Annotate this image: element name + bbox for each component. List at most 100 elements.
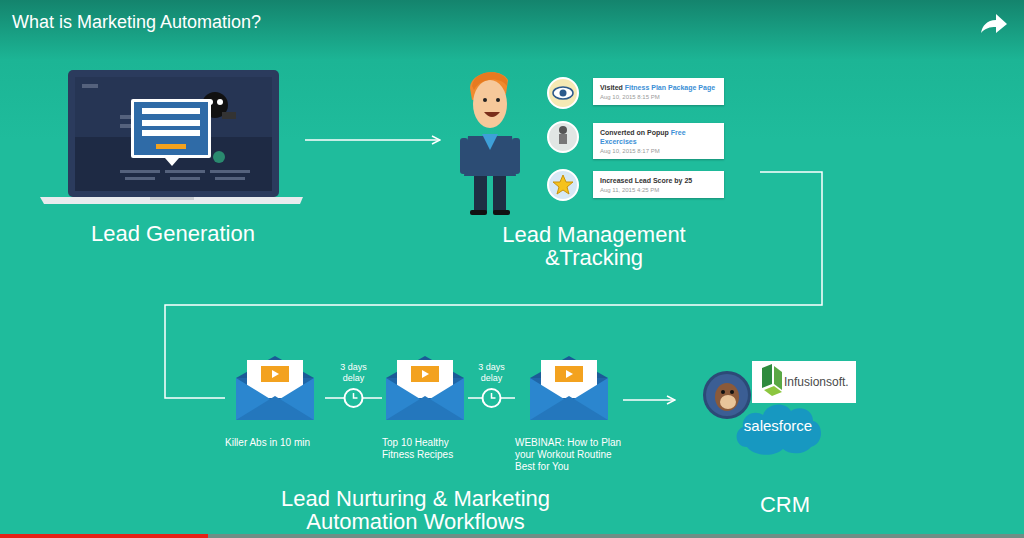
laptop-part bbox=[210, 170, 250, 173]
illustration-part bbox=[386, 356, 464, 420]
laptop-part bbox=[215, 177, 245, 180]
share-icon bbox=[981, 14, 1007, 33]
infusionsoft-logo-part bbox=[774, 366, 782, 390]
laptop bbox=[40, 70, 303, 204]
clock-icon bbox=[345, 389, 363, 407]
laptop-part bbox=[82, 84, 98, 88]
mailchimp-logo-part bbox=[720, 395, 736, 409]
person-part bbox=[470, 210, 487, 215]
connector bbox=[165, 172, 822, 398]
activity-icons bbox=[548, 78, 578, 200]
node-label: Lead Management &Tracking bbox=[489, 223, 699, 269]
person-part bbox=[484, 112, 500, 117]
infusionsoft-logo bbox=[752, 361, 856, 403]
activity-icons-part bbox=[559, 126, 567, 134]
clock-icon bbox=[483, 389, 501, 407]
email-subject: Killer Abs in 10 min bbox=[225, 352, 325, 449]
laptop-part bbox=[165, 170, 205, 173]
card-event-text: Visited bbox=[600, 84, 623, 91]
connector bbox=[305, 139, 440, 141]
card-event-text: Converted on Popup bbox=[600, 129, 669, 136]
card-date: Aug 10, 2015 8:17 PM bbox=[600, 147, 718, 155]
mailchimp-logo-part bbox=[730, 390, 734, 394]
cloud-node: salesforce bbox=[733, 397, 823, 457]
card-event: Visited Fitness Plan Package Page bbox=[600, 83, 718, 92]
laptop-part bbox=[68, 70, 279, 197]
activity-icons-part bbox=[548, 122, 578, 152]
card-link: Fitness Plan Package Page bbox=[625, 84, 715, 91]
person-part bbox=[483, 98, 487, 102]
laptop-part bbox=[134, 102, 208, 155]
card-event: Converted on Popup Free Excercises bbox=[600, 128, 718, 146]
logo-text: Infusionsoft. bbox=[784, 375, 849, 389]
card-event-text: Increased Lead Score by 25 bbox=[600, 177, 692, 184]
person-part bbox=[496, 98, 500, 102]
laptop-part bbox=[131, 99, 211, 158]
card-node: Converted on Popup Free ExcercisesAug 10… bbox=[593, 123, 724, 159]
clock-hands bbox=[354, 393, 358, 398]
mailchimp-logo-part bbox=[721, 390, 725, 394]
mailchimp-logo-part bbox=[706, 374, 748, 416]
person-part bbox=[482, 134, 498, 150]
node-label: CRM bbox=[720, 493, 850, 516]
activity-icons-part bbox=[548, 170, 578, 200]
card-node: Visited Fitness Plan Package PageAug 10,… bbox=[593, 78, 724, 105]
delay-label: 3 days delay bbox=[332, 362, 376, 384]
laptop-part bbox=[142, 130, 200, 136]
laptop-part bbox=[142, 108, 200, 114]
logo-text: salesforce bbox=[733, 417, 823, 434]
progress-track bbox=[0, 534, 1024, 538]
card-event: Increased Lead Score by 25 bbox=[600, 176, 718, 185]
card-date: Aug 11, 2015 4:25 PM bbox=[600, 186, 718, 194]
region-node: CRM Infusionsoft. salesforce bbox=[675, 355, 865, 520]
person-part bbox=[493, 176, 506, 212]
activity-icons-part bbox=[548, 78, 578, 108]
laptop-part bbox=[170, 177, 200, 180]
person-part bbox=[512, 138, 520, 174]
illustration-part bbox=[236, 356, 314, 420]
section-label: Lead Nurturing & Marketing Automation Wo… bbox=[233, 487, 598, 533]
person-part bbox=[493, 210, 510, 215]
delay-label: 3 days delay bbox=[470, 362, 514, 384]
clock-hands bbox=[492, 393, 496, 398]
mail-node: WEBINAR: How to Plan your Workout Routin… bbox=[515, 352, 623, 473]
activity-icons-part bbox=[560, 90, 567, 97]
connector bbox=[623, 399, 675, 401]
infusionsoft-logo-part bbox=[752, 361, 856, 403]
node-label: Lead Generation bbox=[73, 222, 273, 245]
laptop-part bbox=[213, 151, 225, 163]
infusion-node: Infusionsoft. bbox=[752, 361, 856, 403]
mailchimp-logo-part bbox=[703, 371, 751, 419]
laptop-part bbox=[150, 197, 194, 200]
mail-node: Top 10 Healthy Fitness Recipes bbox=[382, 352, 468, 461]
region-node: Lead Management &Tracking Visited Fitness… bbox=[440, 70, 760, 270]
laptop-part bbox=[156, 144, 186, 149]
mail-node: Killer Abs in 10 min bbox=[225, 352, 325, 449]
laptop-part bbox=[75, 77, 272, 191]
progress-bar bbox=[0, 534, 1024, 538]
laptop-part bbox=[40, 197, 303, 204]
progress-fill bbox=[0, 534, 208, 538]
laptop-part bbox=[120, 170, 160, 173]
illustration-part bbox=[530, 356, 608, 420]
email-subject: Top 10 Healthy Fitness Recipes bbox=[382, 352, 468, 461]
mailchimp-logo bbox=[703, 371, 751, 419]
laptop-part bbox=[222, 112, 236, 119]
activity-icons-part bbox=[553, 87, 573, 99]
email-subject: WEBINAR: How to Plan your Workout Routin… bbox=[515, 352, 623, 473]
card-date: Aug 10, 2015 8:15 PM bbox=[600, 93, 718, 101]
laptop-part bbox=[217, 99, 223, 105]
person-part bbox=[473, 80, 507, 128]
person-part bbox=[472, 72, 507, 90]
person bbox=[460, 72, 520, 215]
title: What is Marketing Automation? bbox=[12, 12, 261, 33]
activity-icons-part bbox=[559, 134, 567, 144]
laptop-part bbox=[142, 120, 200, 126]
card-node: Increased Lead Score by 25 Aug 11, 2015 4… bbox=[593, 171, 724, 198]
laptop-part bbox=[165, 158, 179, 166]
infusionsoft-logo-part bbox=[762, 364, 772, 388]
activity-icons-part bbox=[553, 175, 573, 194]
